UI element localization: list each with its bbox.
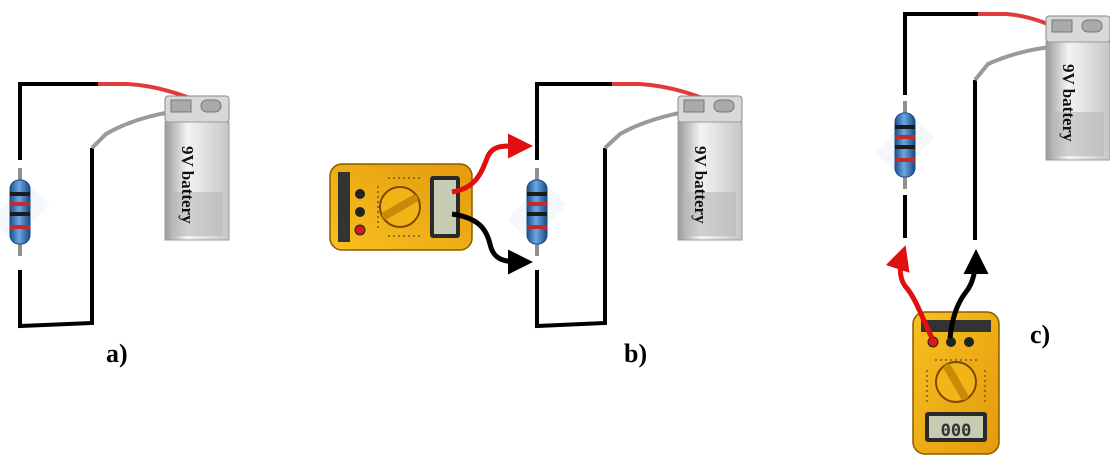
battery-b: 9V battery [677, 95, 743, 241]
panel-b: 9V battery b) [329, 82, 743, 368]
panel-label-c: c) [1030, 320, 1050, 349]
panel-label-a: a) [106, 339, 128, 368]
wire-b-bottom [535, 148, 607, 329]
resistor-b [505, 166, 569, 258]
battery-a: 9V battery [164, 95, 230, 241]
panel-a: 9V battery a) [0, 82, 230, 368]
resistor-c [873, 99, 937, 191]
multimeter-b [329, 163, 473, 251]
battery-c: 9V battery [1045, 15, 1110, 161]
wire-a-top [18, 82, 98, 160]
panel-label-b: b) [624, 339, 647, 368]
multimeter-display-c: 000 [941, 421, 972, 441]
battery-label-b: 9V battery [691, 146, 710, 224]
black-probe-c [947, 249, 989, 339]
red-probe-c [885, 245, 935, 340]
battery-label-c: 9V battery [1059, 64, 1078, 142]
black-probe-b [451, 211, 533, 275]
panel-c: 9V battery 000 c) [873, 12, 1110, 455]
resistor-a [0, 166, 52, 258]
red-probe-b [451, 133, 533, 195]
wire-a-bottom [18, 148, 94, 329]
wire-c-top [903, 12, 978, 95]
battery-label-a: 9V battery [178, 146, 197, 224]
wire-b-top [535, 82, 612, 160]
